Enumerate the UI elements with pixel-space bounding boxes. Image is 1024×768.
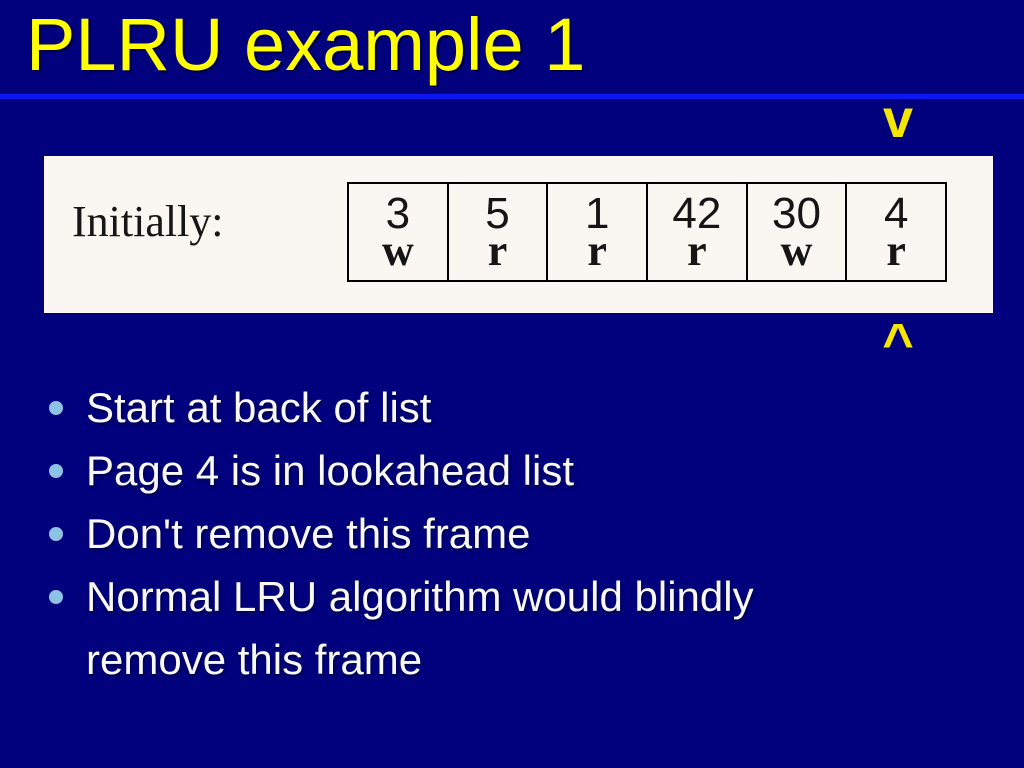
bullet-list: Start at back of list Page 4 is in looka… [44, 376, 974, 691]
frame-page-number: 5 [485, 189, 510, 238]
frame-page-number: 3 [385, 189, 411, 238]
bullet-dot-icon [49, 527, 63, 541]
bullet-dot-icon [49, 590, 63, 604]
bullet-text: Don't remove this frame [86, 510, 531, 557]
bullet-item: Don't remove this frame [44, 502, 886, 565]
figure-label: Initially: [72, 197, 224, 246]
frame-access-type: r [587, 226, 607, 275]
bullet-dot-icon [49, 464, 63, 478]
frame-cell: 42 r [646, 184, 746, 280]
frame-page-number: 4 [883, 189, 909, 238]
frame-access-type: w [381, 226, 414, 275]
bullet-item: Page 4 is in lookahead list [44, 439, 886, 502]
lookahead-pointer-icon: v [882, 89, 914, 149]
frame-access-type: r [886, 226, 906, 275]
bullet-text: Page 4 is in lookahead list [86, 447, 574, 494]
frame-cell: 5 r [446, 184, 547, 280]
figure-panel: Initially: 3 w 5 r 1 r 42 r 30 w [44, 156, 993, 313]
frame-access-type: w [780, 226, 813, 275]
frame-access-type: r [487, 226, 508, 275]
frame-page-number: 30 [772, 189, 821, 238]
back-of-list-pointer-icon: ^ [882, 313, 914, 373]
bullet-text: Normal LRU algorithm would blindly remov… [86, 573, 754, 683]
bullet-item: Start at back of list [44, 376, 886, 439]
frame-page-number: 42 [672, 189, 722, 238]
frame-table: 3 w 5 r 1 r 42 r 30 w 4 r [347, 182, 947, 282]
frame-access-type: r [687, 226, 707, 275]
frame-page-number: 1 [584, 189, 610, 238]
frame-cell: 1 r [546, 184, 646, 280]
bullet-dot-icon [49, 401, 63, 415]
frame-cell: 30 w [745, 184, 846, 280]
page-title: PLRU example 1 [26, 3, 586, 86]
frame-cell: 3 w [349, 184, 447, 280]
frame-cell: 4 r [845, 184, 945, 280]
bullet-text: Start at back of list [86, 384, 432, 431]
bullet-item: Normal LRU algorithm would blindly remov… [44, 565, 886, 691]
title-underline [0, 93, 1024, 99]
